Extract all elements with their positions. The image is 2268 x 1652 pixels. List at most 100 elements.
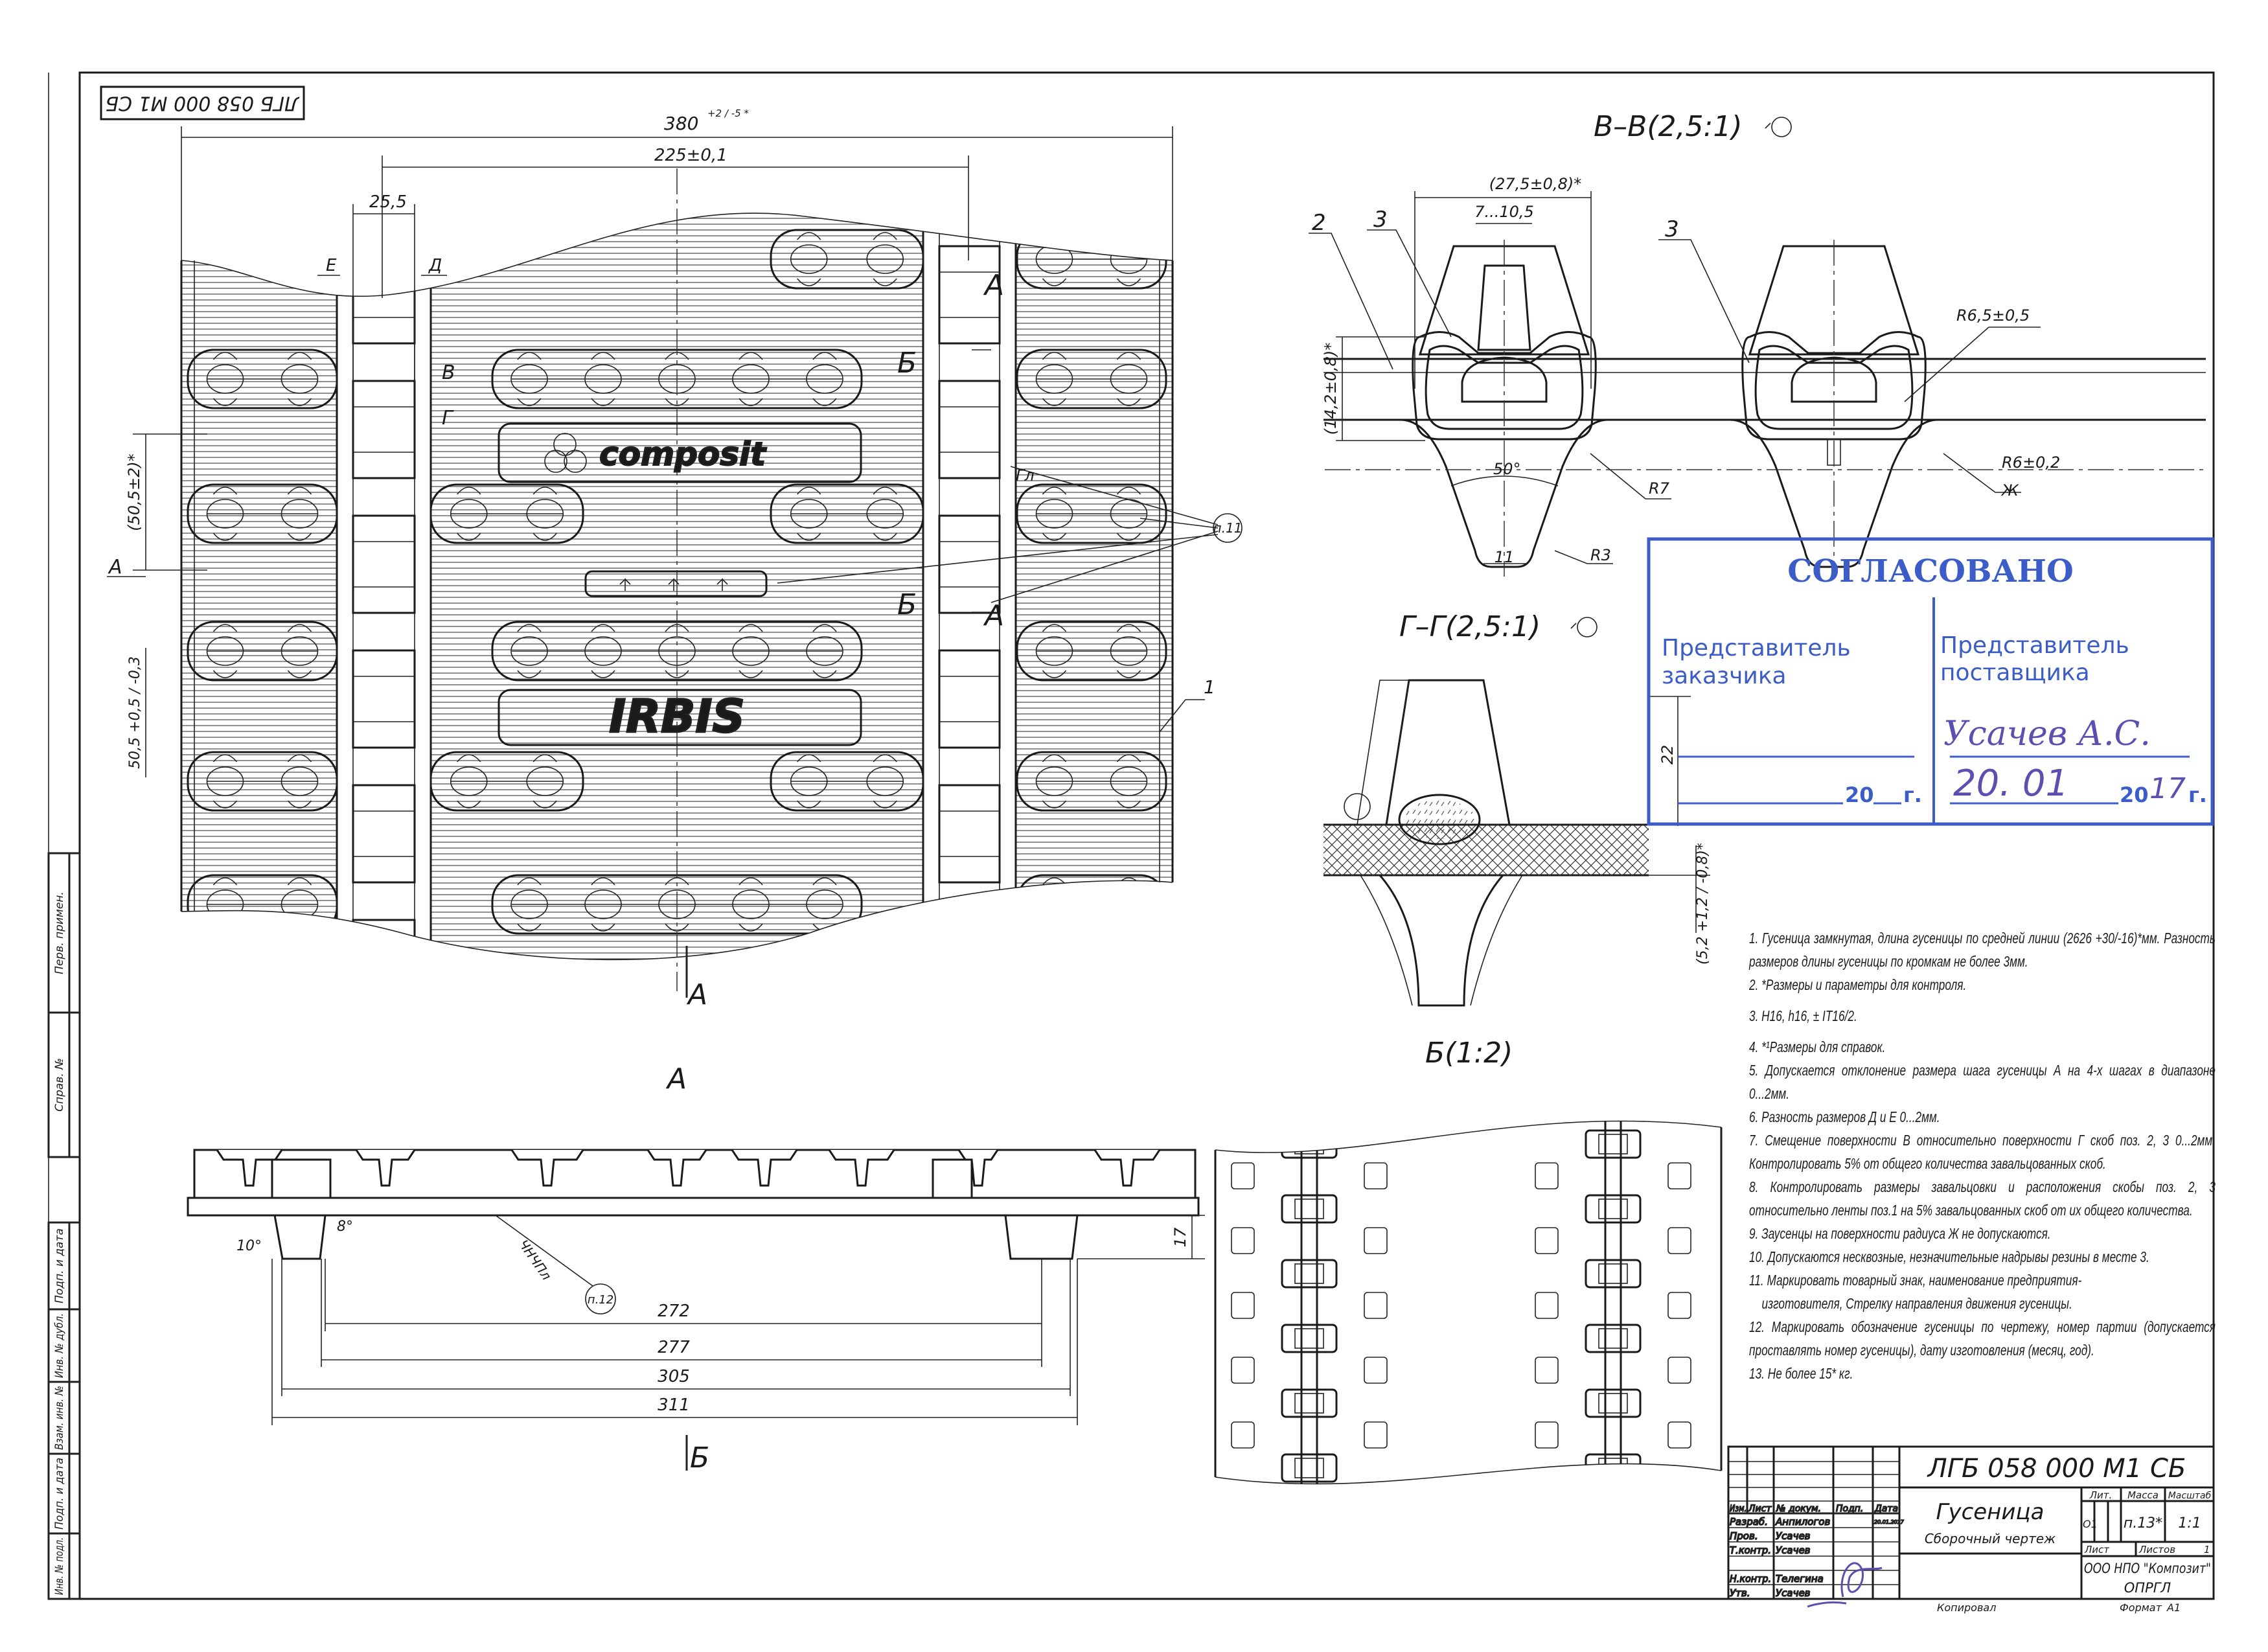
lug-ridge [287, 923, 312, 932]
side-strip-label-cell [47, 1011, 71, 1158]
lug-ridge [665, 398, 689, 406]
chain-link-inner [1294, 1393, 1324, 1414]
chain-link-inner [1294, 1199, 1324, 1219]
label-g: Г [442, 407, 454, 430]
side-strip-label: Подп. и дата [53, 1458, 66, 1530]
metal-clip [1741, 331, 1927, 441]
lug-ridge [591, 877, 615, 886]
lug-ridge [739, 624, 763, 632]
direction-arrow-icons [619, 578, 728, 591]
lug-ridge [873, 533, 897, 541]
lug-block [1231, 1421, 1255, 1449]
mass-label: Масса [2127, 1489, 2159, 1501]
lug-block [1231, 1357, 1255, 1384]
lug-knob [658, 889, 696, 919]
lug-knob [732, 636, 770, 666]
lug-block [1231, 1487, 1254, 1513]
product-name: Гусеница [1936, 1499, 2045, 1525]
guide-clip [938, 514, 1001, 614]
lug-ridge [739, 877, 763, 886]
lug-ridge [212, 398, 238, 406]
role-name: Усачев [1776, 1544, 1811, 1556]
lug-ridge [1042, 533, 1067, 541]
lug-ridge [517, 398, 542, 406]
note-5: 5. Допускается отклонение размера шага г… [1749, 1062, 2216, 1102]
lug-outline [187, 751, 338, 812]
callout-p12: п.12 [588, 1293, 613, 1307]
section-mark-b: Б [897, 588, 917, 621]
dim-overall-tolerance: +2 / -5 * [707, 108, 749, 119]
title-header: Изм. [1730, 1504, 1747, 1514]
lug-ridge [533, 533, 557, 541]
lug-ridge [1042, 754, 1067, 763]
lug-ridge [212, 754, 238, 763]
label-zh: Ж [2000, 481, 2019, 499]
view-b-title: Б(1:2) [1425, 1037, 1513, 1070]
guide-clip [352, 919, 416, 960]
lug-ridge [591, 624, 615, 632]
guide-clip [352, 649, 416, 749]
lug-ridge [665, 877, 689, 886]
lug-ridge [457, 800, 481, 809]
role-name: Усачев [1776, 1530, 1811, 1542]
lug-outline [187, 349, 338, 409]
lug-ridge [1042, 398, 1067, 406]
lug-knob [1110, 364, 1148, 394]
stamp-title: СОГЛАСОВАНО [1787, 553, 2074, 590]
note-4: 4. *¹Размеры для справок. [1749, 1038, 1886, 1055]
lug-knob [1035, 499, 1073, 529]
lug-ridge [665, 923, 689, 932]
angle-8: 8° [337, 1219, 353, 1235]
doc-type: Сборочный чертеж [1925, 1531, 2056, 1546]
brand-panel [498, 689, 862, 746]
lug-ridge [533, 800, 557, 809]
lug-ridge [1116, 232, 1141, 240]
year-prefix: 20 [1845, 783, 1874, 807]
lug-outline [187, 483, 338, 544]
direction-arrows-panel [584, 570, 768, 597]
break-line-top [181, 212, 1173, 297]
guide-clip [938, 380, 1001, 479]
lug-ridge [591, 398, 615, 406]
doc-number: ЛГБ 058 000 М1 СБ [1927, 1454, 2186, 1484]
rotated-doc-code: ЛГБ 058 000 М1 СБ [100, 86, 305, 120]
side-strip-label: Взам. инв. № [53, 1386, 66, 1450]
year-prefix: 20 [2120, 783, 2149, 807]
lug-ridge [287, 624, 312, 632]
note-10: 10. Допускаются несквозные, незначительн… [1749, 1248, 2149, 1265]
track-lug [430, 483, 584, 544]
lit-label: Лит. [2089, 1489, 2113, 1501]
lug-ridge [873, 232, 897, 240]
lug-knob [1110, 636, 1148, 666]
chain-link-inner [1294, 1328, 1324, 1349]
lug-outline [1016, 621, 1167, 682]
chain-link [1281, 1453, 1338, 1483]
radius-r3: R3 [1590, 546, 1611, 564]
guide-clip-section [932, 1158, 973, 1199]
metal-clip [1412, 331, 1597, 441]
label-gl: Гл [1016, 466, 1035, 485]
lug-knob [584, 636, 622, 666]
lug-ridge [797, 487, 821, 495]
lug-ridge [287, 754, 312, 763]
side-strip-label: Инв. № подл. [53, 1537, 66, 1595]
lug-ridge [212, 670, 238, 678]
lug-ridge [457, 533, 481, 541]
lug-ridge [517, 923, 542, 932]
note-8: 8. Контролировать размеры завальцовки и … [1749, 1178, 2216, 1219]
note-11-cont: изготовителя, Стрелку направления движен… [1761, 1295, 2072, 1312]
lug-knob [450, 499, 488, 529]
lug-block [1364, 1357, 1388, 1384]
approver-signature [1807, 1562, 1883, 1608]
chain-link-inner [1598, 1263, 1628, 1284]
lug-ridge [1042, 487, 1067, 495]
role-name: Усачев [1776, 1587, 1811, 1599]
dim-clip-width: (27,5±0,8)* [1489, 175, 1581, 193]
sheets-value: 1 [2204, 1544, 2210, 1555]
format-label: Формат [2120, 1601, 2162, 1614]
position-3: 3 [1373, 207, 1388, 233]
lug-knob [584, 364, 622, 394]
lug-ridge [873, 278, 897, 286]
title-header: № докум. [1776, 1504, 1821, 1514]
